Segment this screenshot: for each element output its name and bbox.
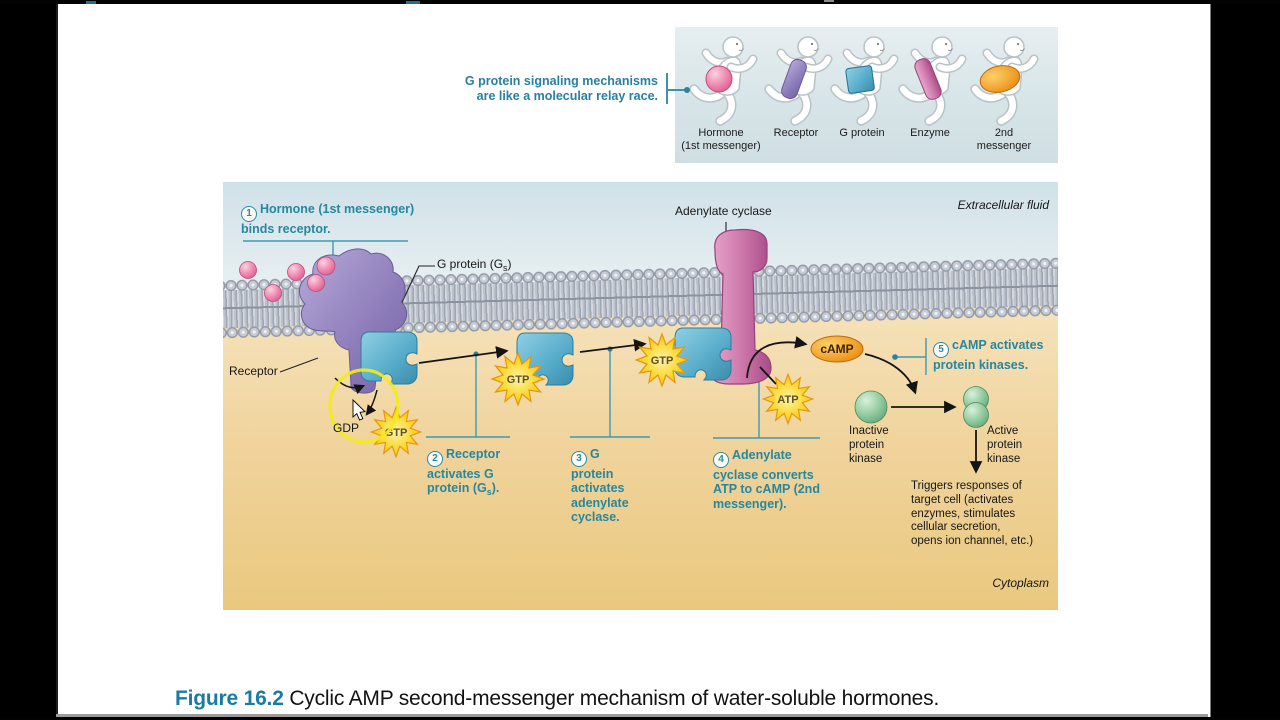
hormone-ball-icon — [705, 65, 733, 93]
active-protein-kinase-shape — [963, 386, 989, 428]
figure-number: Figure 16.2 — [175, 687, 284, 710]
note-callout-dot — [684, 87, 690, 93]
svg-text:ATP: ATP — [777, 394, 798, 406]
atp-starburst: ATP — [762, 373, 814, 425]
slide-bottom-rule — [56, 714, 1208, 717]
runner-label-enzyme: Enzyme — [910, 127, 950, 139]
receptor-label: Receptor — [229, 364, 278, 378]
step-2-number: 2 — [427, 450, 443, 467]
receptor-rod-icon — [781, 58, 807, 100]
runner-hormone — [683, 31, 759, 129]
runner-label-receptor: Receptor — [773, 127, 819, 139]
hormone-molecules — [239, 256, 336, 302]
runner-label-hormone: Hormone (1st messenger) — [681, 127, 761, 152]
note-callout-line — [667, 89, 686, 91]
cytoplasm-label: Cytoplasm — [992, 576, 1049, 590]
note-callout-line — [666, 73, 668, 104]
svg-text:cAMP: cAMP — [820, 342, 853, 356]
runner-hormone-art — [683, 31, 759, 129]
step-1-number: 1 — [241, 205, 257, 222]
runner-g-protein-art — [824, 31, 900, 129]
runner-2nd-messenger-art — [964, 31, 1040, 129]
step-4-number: 4 — [713, 451, 729, 468]
relay-race-note: G protein signaling mechanisms are like … — [464, 74, 658, 103]
runner-label-2nd-messenger: 2nd messenger — [976, 127, 1032, 152]
enzyme-rod-icon — [914, 58, 942, 100]
letterbox-top — [0, 0, 1280, 4]
runner-receptor-art — [758, 31, 834, 129]
gdp-gtp-exchange-arrows — [334, 377, 378, 416]
inactive-protein-kinase-shape — [854, 390, 888, 424]
cropped-title-fragment — [86, 1, 96, 4]
pathway-diagram: GTP GTP GTP ATP cAMP — [223, 182, 1058, 610]
cropped-title-fragment — [406, 1, 420, 4]
runner-label-g-protein: G protein — [839, 127, 885, 139]
bound-hormone — [316, 256, 336, 276]
camp-molecule: cAMP — [810, 335, 864, 363]
runner-2nd-messenger — [964, 31, 1040, 129]
second-messenger-blob-icon — [979, 65, 1021, 93]
gdp-label: GDP — [333, 421, 360, 435]
inactive-kinase-label: Inactive protein kinase — [849, 425, 889, 465]
figure-caption: Figure 16.2 Cyclic AMP second-messenger … — [175, 687, 939, 711]
step-3-number: 3 — [571, 450, 587, 467]
step-5-number: 5 — [933, 341, 949, 358]
runner-enzyme-art — [892, 31, 968, 129]
adenylate-cyclase-label: Adenylate cyclase — [675, 204, 772, 218]
letterbox-bottom — [0, 717, 1280, 720]
active-kinase-label: Active protein kinase — [987, 425, 1023, 465]
cropped-title-fragment — [824, 0, 834, 2]
gtp-starburst-3: GTP — [635, 333, 689, 387]
mouse-cursor-icon — [352, 398, 366, 421]
g-protein-label: G protein (Gs) — [437, 257, 512, 273]
highlight-circle-annotation — [328, 368, 400, 444]
pathway-arrows — [418, 336, 983, 474]
figure-caption-text: Cyclic AMP second-messenger mechanism of… — [289, 687, 940, 710]
g-protein-cube-icon — [845, 65, 875, 94]
svg-text:GTP: GTP — [651, 355, 674, 367]
gtp-starburst-2: GTP — [491, 352, 545, 406]
response-text: Triggers responses of target cell (activ… — [911, 480, 1034, 548]
slide: Hormone (1st messenger) Receptor G prote… — [56, 0, 1211, 720]
relay-race-inset: Hormone (1st messenger) Receptor G prote… — [675, 27, 1058, 163]
runner-g-protein — [824, 31, 900, 129]
diagram-art: GTP GTP GTP ATP cAMP — [239, 222, 989, 474]
runner-enzyme — [892, 31, 968, 129]
extracellular-fluid-label: Extracellular fluid — [957, 198, 1049, 212]
runner-receptor — [758, 31, 834, 129]
svg-text:GTP: GTP — [507, 374, 530, 386]
step-connector-lines — [243, 240, 927, 439]
